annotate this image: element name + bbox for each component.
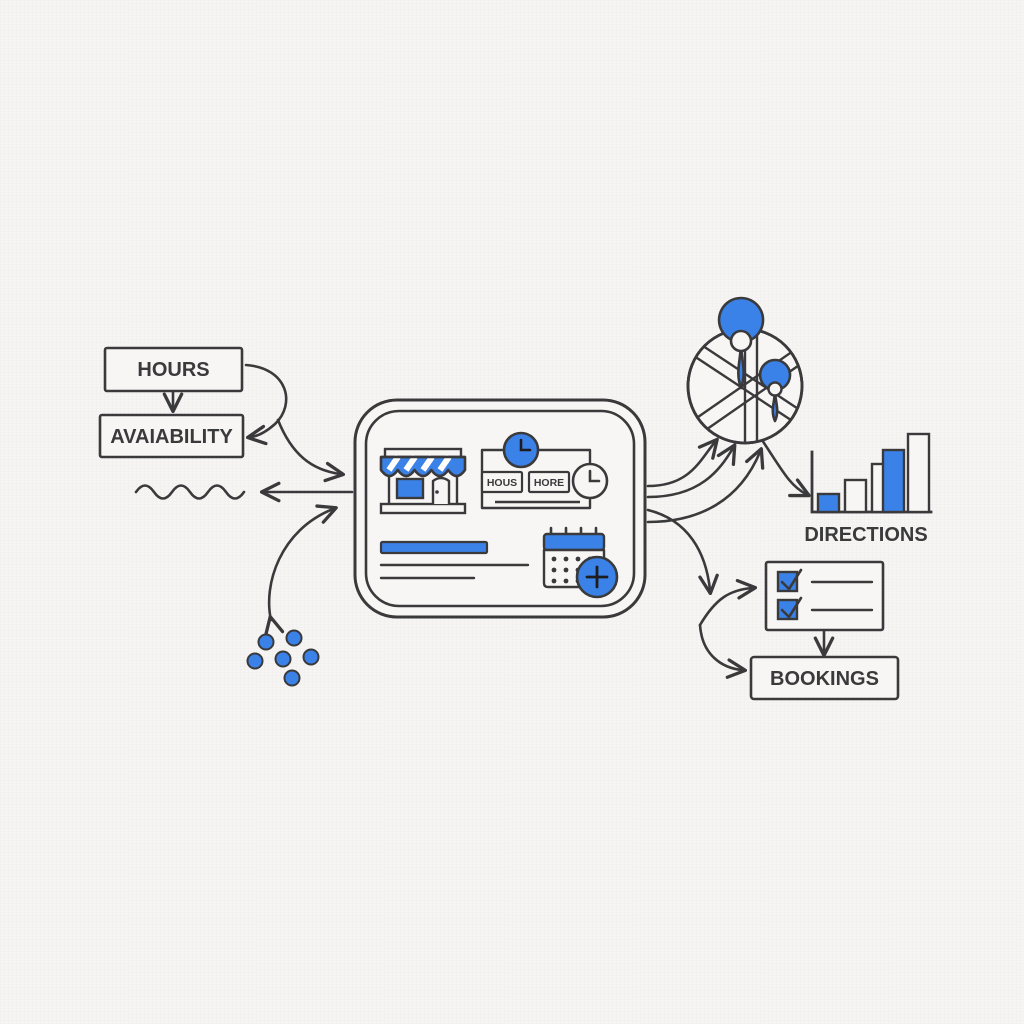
dot bbox=[283, 669, 301, 687]
hours-box-label: HOURS bbox=[137, 359, 209, 381]
checklist-row[interactable] bbox=[776, 568, 874, 593]
clock-outline-icon bbox=[571, 462, 609, 500]
wavy-line-icon bbox=[134, 484, 246, 500]
chart-bar bbox=[816, 492, 841, 514]
dot bbox=[285, 629, 303, 647]
calendar-add-badge[interactable] bbox=[575, 555, 619, 599]
availability-box[interactable]: AVAIABILITY bbox=[98, 413, 245, 459]
checklist-card[interactable] bbox=[764, 560, 885, 632]
storefront-awning bbox=[379, 455, 467, 478]
chart-bar bbox=[906, 432, 931, 514]
arrow-device-to-map-b bbox=[646, 443, 737, 499]
availability-box-outline bbox=[98, 413, 245, 459]
dot bbox=[274, 650, 292, 668]
bookings-box-label: BOOKINGS bbox=[770, 668, 879, 690]
arrow-device-to-map-c bbox=[646, 447, 765, 524]
map-pin-primary bbox=[717, 296, 765, 390]
map-pin-secondary bbox=[758, 358, 792, 423]
dot-cluster bbox=[246, 629, 320, 687]
hours-widget: HOUS HORE bbox=[480, 431, 609, 510]
availability-box-label: AVAIABILITY bbox=[110, 426, 233, 448]
plus-icon bbox=[585, 565, 609, 589]
hours-tag-2: HORE bbox=[527, 470, 571, 494]
storefront-icon bbox=[379, 447, 467, 515]
arrow-to-directions-chart bbox=[760, 438, 811, 498]
directions-chart-label: DIRECTIONS bbox=[804, 524, 927, 546]
device-text-lines bbox=[379, 540, 530, 580]
clock-filled-icon bbox=[502, 431, 540, 469]
bookings-box-outline bbox=[749, 655, 900, 701]
arrow-to-checklist bbox=[698, 578, 758, 627]
arrow-device-down bbox=[646, 508, 719, 596]
dot bbox=[257, 633, 275, 651]
bookings-box[interactable]: BOOKINGS bbox=[749, 655, 900, 701]
calendar-add-icon bbox=[542, 526, 619, 599]
arrow-device-to-map-a bbox=[646, 437, 719, 488]
hours-box-outline bbox=[103, 346, 244, 393]
arrow-to-bookings bbox=[698, 623, 748, 679]
check-icon bbox=[780, 568, 803, 591]
hours-box[interactable]: HOURS bbox=[103, 346, 244, 393]
checklist-row[interactable] bbox=[776, 596, 874, 621]
dot bbox=[302, 648, 320, 666]
arrow-availability-to-device bbox=[276, 418, 346, 483]
highlight-bar bbox=[379, 540, 489, 555]
directions-chart[interactable]: DIRECTIONS bbox=[804, 432, 933, 546]
chart-bar bbox=[881, 448, 906, 514]
dot bbox=[246, 652, 264, 670]
hours-tag-2-label: HORE bbox=[534, 477, 564, 489]
check-icon bbox=[780, 596, 803, 619]
hours-tag-1-label: HOUS bbox=[487, 477, 517, 489]
arrow-device-to-dot-cluster bbox=[263, 504, 338, 638]
chart-bar bbox=[843, 478, 868, 514]
hours-tag-1: HOUS bbox=[480, 470, 524, 494]
map-pins-icon[interactable] bbox=[686, 296, 818, 445]
